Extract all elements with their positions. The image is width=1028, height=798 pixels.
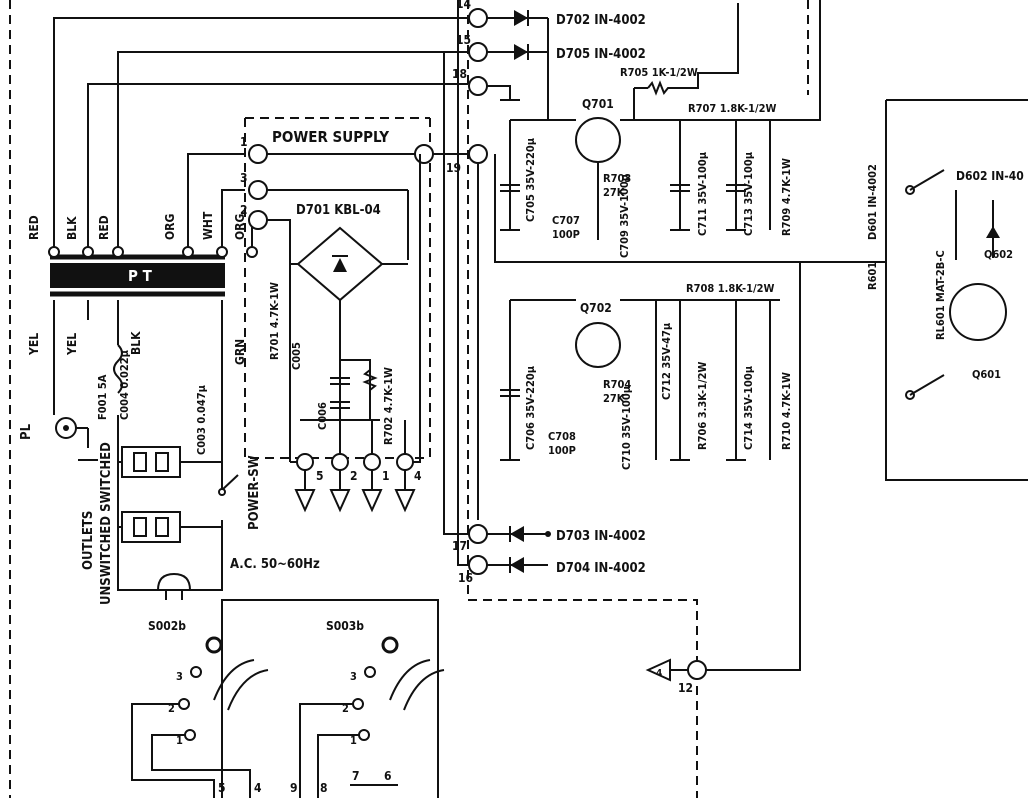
r705-label: R705 1K-1/2W xyxy=(620,66,698,79)
c706-label: C706 35V-220µ xyxy=(524,366,537,450)
c005-label: C005 xyxy=(290,342,303,370)
c714-label: C714 35V-100µ xyxy=(742,366,755,450)
outlet-unswitched xyxy=(121,511,181,543)
r710-label: R710 4.7K-1W xyxy=(780,372,793,450)
r704-val: 27K xyxy=(603,392,625,405)
terminal-12-arrow: 4 xyxy=(656,668,662,679)
c710-label: C710 35V-100µ xyxy=(620,386,633,470)
r601-label: R601 xyxy=(866,262,879,290)
q601-label: Q601 xyxy=(972,368,1001,381)
ac-label: A.C. 50~60Hz xyxy=(230,557,320,572)
terminal-16: 16 xyxy=(458,571,473,585)
c705-label: C705 35V-220µ xyxy=(524,138,537,222)
d701-label: D701 KBL-04 xyxy=(296,203,381,218)
d601-label: D601 IN-4002 xyxy=(866,164,879,240)
r704-label: R704 xyxy=(603,378,631,391)
d602-label: D602 IN-40 xyxy=(956,169,1024,183)
rl601-label: RL601 MAT-2B-C xyxy=(934,250,947,340)
s002b-pos-1: 1 xyxy=(176,734,183,747)
s002b-pos-2: 2 xyxy=(168,702,175,715)
conn-5a: 5 xyxy=(316,469,324,483)
wire-blk-1: BLK xyxy=(65,216,79,240)
conn-1: 1 xyxy=(382,469,390,483)
c711-label: C711 35V-100µ xyxy=(696,152,709,236)
conn-2: 2 xyxy=(350,469,358,483)
terminal-3: 3 xyxy=(240,171,248,185)
q702-label: Q702 xyxy=(580,301,612,315)
wire-org-1: ORG xyxy=(163,214,177,240)
fuse-label: F001 5A xyxy=(96,374,109,420)
d705-label: D705 IN-4002 xyxy=(556,47,646,62)
wire-grn: GRN xyxy=(233,339,247,365)
c708-val: 100P xyxy=(548,444,576,457)
c707-val: 100P xyxy=(552,228,580,241)
pin-5: 5 xyxy=(218,781,226,795)
d702-label: D702 IN-4002 xyxy=(556,13,646,28)
wire-blk-2: BLK xyxy=(129,331,143,355)
s003b-pos-3: 3 xyxy=(350,670,357,683)
wire-yel-2: YEL xyxy=(65,333,79,356)
pin-9: 9 xyxy=(290,781,298,795)
s003b-pos-2: 2 xyxy=(342,702,349,715)
r703-val: 27K xyxy=(603,186,625,199)
s003b-pos-1: 1 xyxy=(350,734,357,747)
power-supply-label: POWER SUPPLY xyxy=(272,128,389,146)
c006-label: C006 xyxy=(316,402,329,430)
c713-label: C713 35V-100µ xyxy=(742,152,755,236)
wire-org-2: ORG xyxy=(233,214,247,240)
wire-red-1: RED xyxy=(27,215,41,240)
c707-label: C707 xyxy=(552,214,580,227)
r709-label: R709 4.7K-1W xyxy=(780,158,793,236)
r708-label: R708 1.8K-1/2W xyxy=(686,282,774,295)
q701-label: Q701 xyxy=(582,97,614,111)
terminal-1: 1 xyxy=(240,135,248,149)
pin-7: 7 xyxy=(352,769,360,783)
s003b-label: S003b xyxy=(326,619,364,633)
wire-wht: WHT xyxy=(201,211,215,240)
terminal-18: 18 xyxy=(452,67,467,81)
outlet-switched xyxy=(121,446,181,478)
s002b-pos-3: 3 xyxy=(176,670,183,683)
c709-label: C709 35V-100µ xyxy=(618,174,631,258)
c003-label: C003 0.047µ xyxy=(195,385,208,455)
pilot-lamp-label: PL xyxy=(19,423,34,440)
transformer-label: P T xyxy=(128,267,153,285)
wire-yel-1: YEL xyxy=(27,333,41,356)
c712-label: C712 35V-47µ xyxy=(660,323,673,400)
s002b-label: S002b xyxy=(148,619,186,633)
outlets-label: OUTLETS xyxy=(81,511,96,570)
terminal-14: 14 xyxy=(456,0,472,11)
d704-label: D704 IN-4002 xyxy=(556,561,646,576)
terminal-12: 12 xyxy=(678,681,693,695)
pin-4: 4 xyxy=(254,781,262,795)
pin-6: 6 xyxy=(384,769,392,783)
pin-8: 8 xyxy=(320,781,328,795)
conn-4: 4 xyxy=(414,469,422,483)
r707-label: R707 1.8K-1/2W xyxy=(688,102,776,115)
switched-label: UNSWITCHED SWITCHED xyxy=(99,442,114,605)
terminal-15: 15 xyxy=(456,33,471,47)
terminal-17: 17 xyxy=(452,539,467,553)
wire-red-2: RED xyxy=(97,215,111,240)
r701-label: R701 4.7K-1W xyxy=(268,282,281,360)
d703-label: D703 IN-4002 xyxy=(556,529,646,544)
c004-label: C004 0.022µ xyxy=(118,350,131,420)
r706-label: R706 3.3K-1/2W xyxy=(696,362,709,450)
terminal-2: 2 xyxy=(240,203,248,217)
q602-label: Q602 xyxy=(984,248,1013,261)
transformer-core xyxy=(50,263,225,288)
power-sw-label: POWER-SW xyxy=(247,455,262,530)
r703-label: R703 xyxy=(603,172,631,185)
r702-label: R702 4.7K-1W xyxy=(382,367,395,445)
c708-label: C708 xyxy=(548,430,576,443)
